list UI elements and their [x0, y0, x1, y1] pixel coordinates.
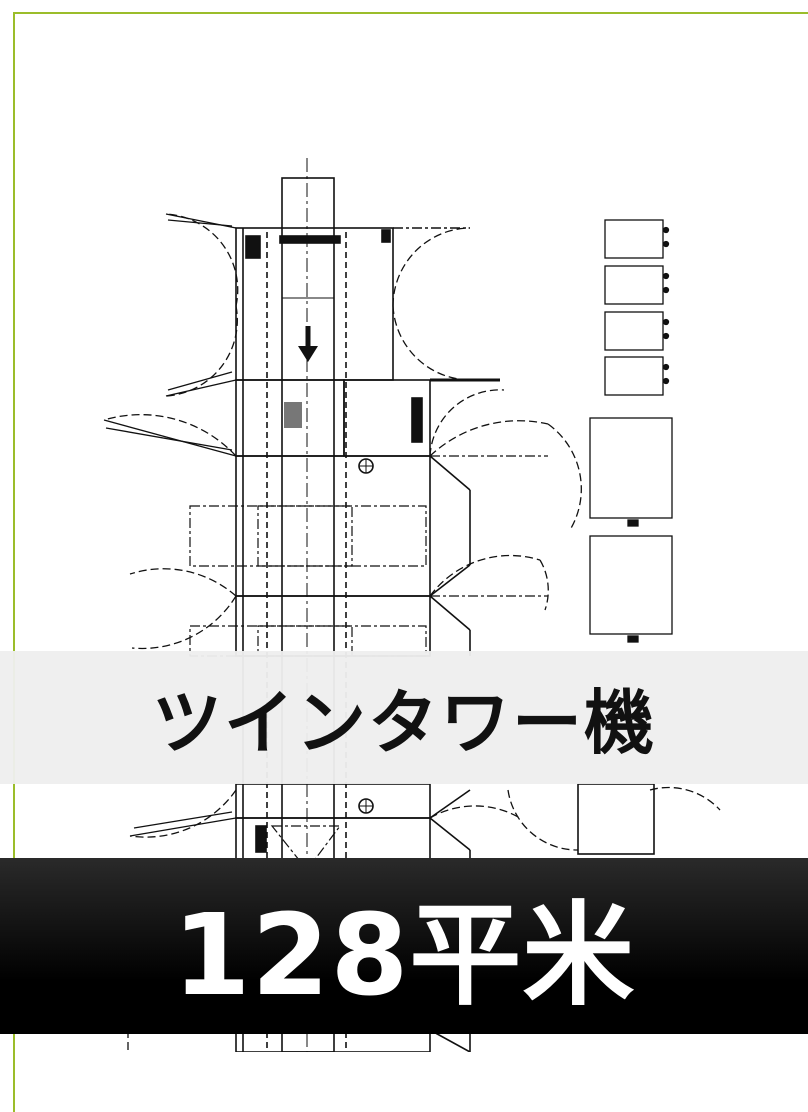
title-banner: ツインタワー機 [0, 651, 808, 784]
floor-plan-sheet: ツインタワー機 128平米 [0, 12, 808, 1112]
floor-area-label: 128平米 [172, 891, 636, 1021]
side-components [589, 219, 673, 643]
plan-details [245, 229, 655, 855]
door-swing-arcs [103, 213, 721, 1052]
feed-direction-arrow-icon [298, 326, 318, 362]
drawing-frame [13, 12, 808, 1112]
area-banner: 128平米 [0, 858, 808, 1034]
machine-name-title: ツインタワー機 [152, 682, 656, 764]
